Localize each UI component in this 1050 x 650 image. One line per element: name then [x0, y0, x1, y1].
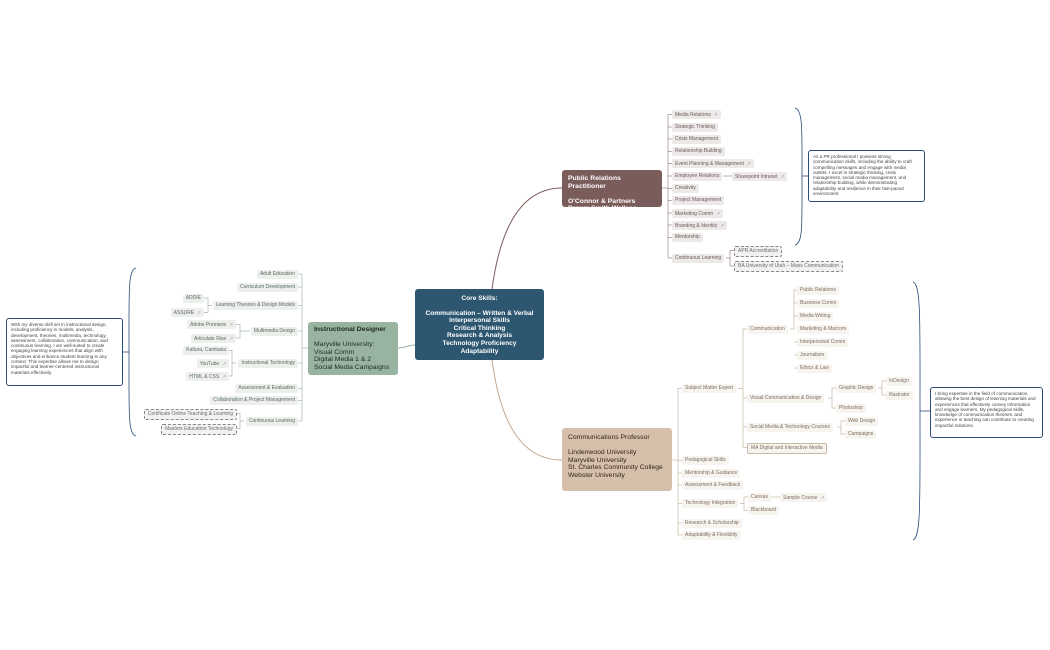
cp-summary-note[interactable]: I bring expertise in the field of commun… — [930, 387, 1043, 438]
cp-ma-digital-interactive-media[interactable]: MA Digital and Interactive Media — [747, 443, 827, 454]
pr-strategic-thinking[interactable]: Strategic Thinking — [672, 122, 718, 132]
cp-canvas[interactable]: Canvas — [748, 492, 771, 502]
topic-line: Visual Comm — [314, 348, 355, 356]
topic-line: O'Connor & Partners — [568, 197, 636, 205]
pr-media-relations[interactable]: Media Relations — [672, 110, 721, 119]
id-certificate-online-teaching[interactable]: Certificate Online Teaching & Learning — [143, 409, 237, 420]
id-curriculum-development[interactable]: Curriculum Development — [236, 282, 298, 292]
pr-creativity[interactable]: Creativity — [672, 184, 699, 193]
id-masters-education-technology[interactable]: Masters Education Technology — [160, 424, 237, 435]
id-kaltura-camtasia[interactable]: Kaltura, Camtasia — [183, 346, 229, 355]
topic-public-relations-practitioner[interactable]: Public Relations Practitioner O'Connor &… — [562, 170, 662, 212]
topic-line: Brown Smith Wallace — [568, 205, 637, 213]
id-articulate-rise[interactable]: Articulate Rise — [190, 333, 236, 343]
pr-continuous-learning[interactable]: Continuous Learning — [672, 253, 725, 263]
central-line: Research & Analysis — [447, 332, 512, 340]
cp-marketing-marcom[interactable]: Marketing & Marcom — [797, 324, 850, 334]
id-assure[interactable]: ASSURE — [170, 308, 204, 317]
cp-business-comm[interactable]: Business Comm — [797, 298, 840, 308]
central-line: Interpersonal Skills — [449, 317, 510, 325]
id-instructional-technology[interactable]: Instructional Technology — [238, 358, 298, 368]
pr-project-management[interactable]: Project Management — [672, 196, 725, 205]
cp-mentorship-guidance[interactable]: Mentorship & Guidance — [682, 468, 741, 478]
topic-title: Communications Professor — [568, 434, 650, 441]
id-learning-theories[interactable]: Learning Theories & Design Models — [212, 301, 298, 310]
topic-line: Digital Media 1 & 2 — [314, 356, 372, 364]
central-line: Critical Thinking — [453, 324, 506, 332]
cp-sample-course[interactable]: Sample Course — [780, 492, 828, 502]
cp-communication[interactable]: Communication — [747, 324, 788, 334]
cp-campaigns[interactable]: Campaigns — [845, 429, 877, 439]
pr-event-planning[interactable]: Event Planning & Management — [672, 159, 754, 168]
pr-relationship-building[interactable]: Relationship Building — [672, 147, 725, 156]
topic-line: Maryville University: — [314, 341, 375, 349]
cp-interpersonal-comm[interactable]: Interpersonal Comm — [797, 337, 849, 347]
cp-adaptability-flexibility[interactable]: Adaptability & Flexibility — [682, 530, 741, 540]
central-line: Adaptability — [460, 347, 499, 355]
cp-ethics-law[interactable]: Ethics & Law — [797, 363, 832, 373]
central-line: Communication – Written & Verbal — [425, 309, 534, 317]
cp-journalism[interactable]: Journalism — [797, 350, 828, 360]
pr-apr-accreditation[interactable]: APR Accreditation — [734, 245, 783, 257]
cp-research-scholarship[interactable]: Research & Scholarship — [682, 518, 742, 528]
pr-sharepoint-intranet[interactable]: Sharepoint Intranet — [732, 171, 788, 181]
central-topic-core-skills[interactable]: Core Skills: Communication – Written & V… — [415, 289, 544, 360]
cp-public-relations[interactable]: Public Relations — [797, 285, 839, 295]
cp-assessment-feedback[interactable]: Assessment & Feedback — [682, 480, 744, 490]
pr-mentorship[interactable]: Mentorship — [672, 233, 703, 242]
topic-line: Maryville University — [568, 456, 627, 464]
pr-employee-relations[interactable]: Employee Relations — [672, 171, 723, 181]
cp-graphic-design[interactable]: Graphic Design — [836, 383, 877, 393]
pr-branding-identity[interactable]: Branding & Identity — [672, 220, 728, 230]
cp-social-media-technology-courses[interactable]: Social Media & Technology Courses — [747, 422, 833, 432]
topic-line: Lindenwood University — [568, 449, 637, 457]
cp-subject-matter-expert[interactable]: Subject Matter Expert — [682, 384, 737, 393]
id-assessment-evaluation[interactable]: Assessment & Evaluation — [235, 384, 298, 393]
pr-marketing-comm[interactable]: Marketing Comm — [672, 208, 723, 218]
cp-illustrator[interactable]: Illustrator — [886, 390, 913, 400]
pr-crisis-management[interactable]: Crisis Management — [672, 134, 722, 144]
topic-line: St. Charles Community College — [568, 464, 663, 472]
cp-media-writing[interactable]: Media Writing — [797, 311, 834, 321]
id-adobe-premiere[interactable]: Adobe Premiere — [187, 320, 236, 329]
id-youtube[interactable]: YouTube — [196, 358, 229, 368]
central-line: Technology Proficiency — [442, 339, 517, 347]
id-continuous-learning[interactable]: Continuous Learning — [245, 416, 298, 426]
id-multimedia-design[interactable]: Multimedia Design — [250, 326, 298, 336]
central-title: Core Skills: — [461, 295, 498, 302]
id-addie[interactable]: ADDIE — [182, 293, 204, 303]
topic-line: Webster University — [568, 471, 625, 479]
cp-web-design[interactable]: Web Design — [845, 416, 879, 426]
cp-indesign[interactable]: InDesign — [886, 376, 912, 386]
id-collaboration-project-management[interactable]: Collaboration & Project Management — [210, 396, 298, 405]
cp-pedagogical-skills[interactable]: Pedagogical Skills — [682, 456, 729, 465]
id-html-css[interactable]: HTML & CSS — [186, 371, 229, 381]
cp-blackboard[interactable]: Blackboard — [748, 506, 780, 515]
id-summary-note[interactable]: With my diverse skill set in instruction… — [6, 318, 123, 386]
topic-title: Public Relations Practitioner — [568, 175, 621, 190]
pr-summary-note[interactable]: As a PR professional I possess strong co… — [808, 150, 925, 202]
topic-instructional-designer[interactable]: Instructional Designer Maryville Univers… — [308, 322, 398, 375]
topic-line: Social Media Campaigns — [314, 363, 390, 371]
id-adult-education[interactable]: Adult Education — [256, 269, 298, 279]
cp-technology-integration[interactable]: Technology Integration — [682, 499, 739, 508]
cp-visual-communication-design[interactable]: Visual Communication & Design — [747, 393, 825, 403]
topic-communications-professor[interactable]: Communications Professor Lindenwood Univ… — [562, 428, 672, 491]
topic-title: Instructional Designer — [314, 326, 386, 333]
pr-ba-university[interactable]: BA University of Utah – Mass Communicati… — [734, 261, 843, 272]
cp-photoshop[interactable]: Photoshop — [836, 403, 866, 413]
